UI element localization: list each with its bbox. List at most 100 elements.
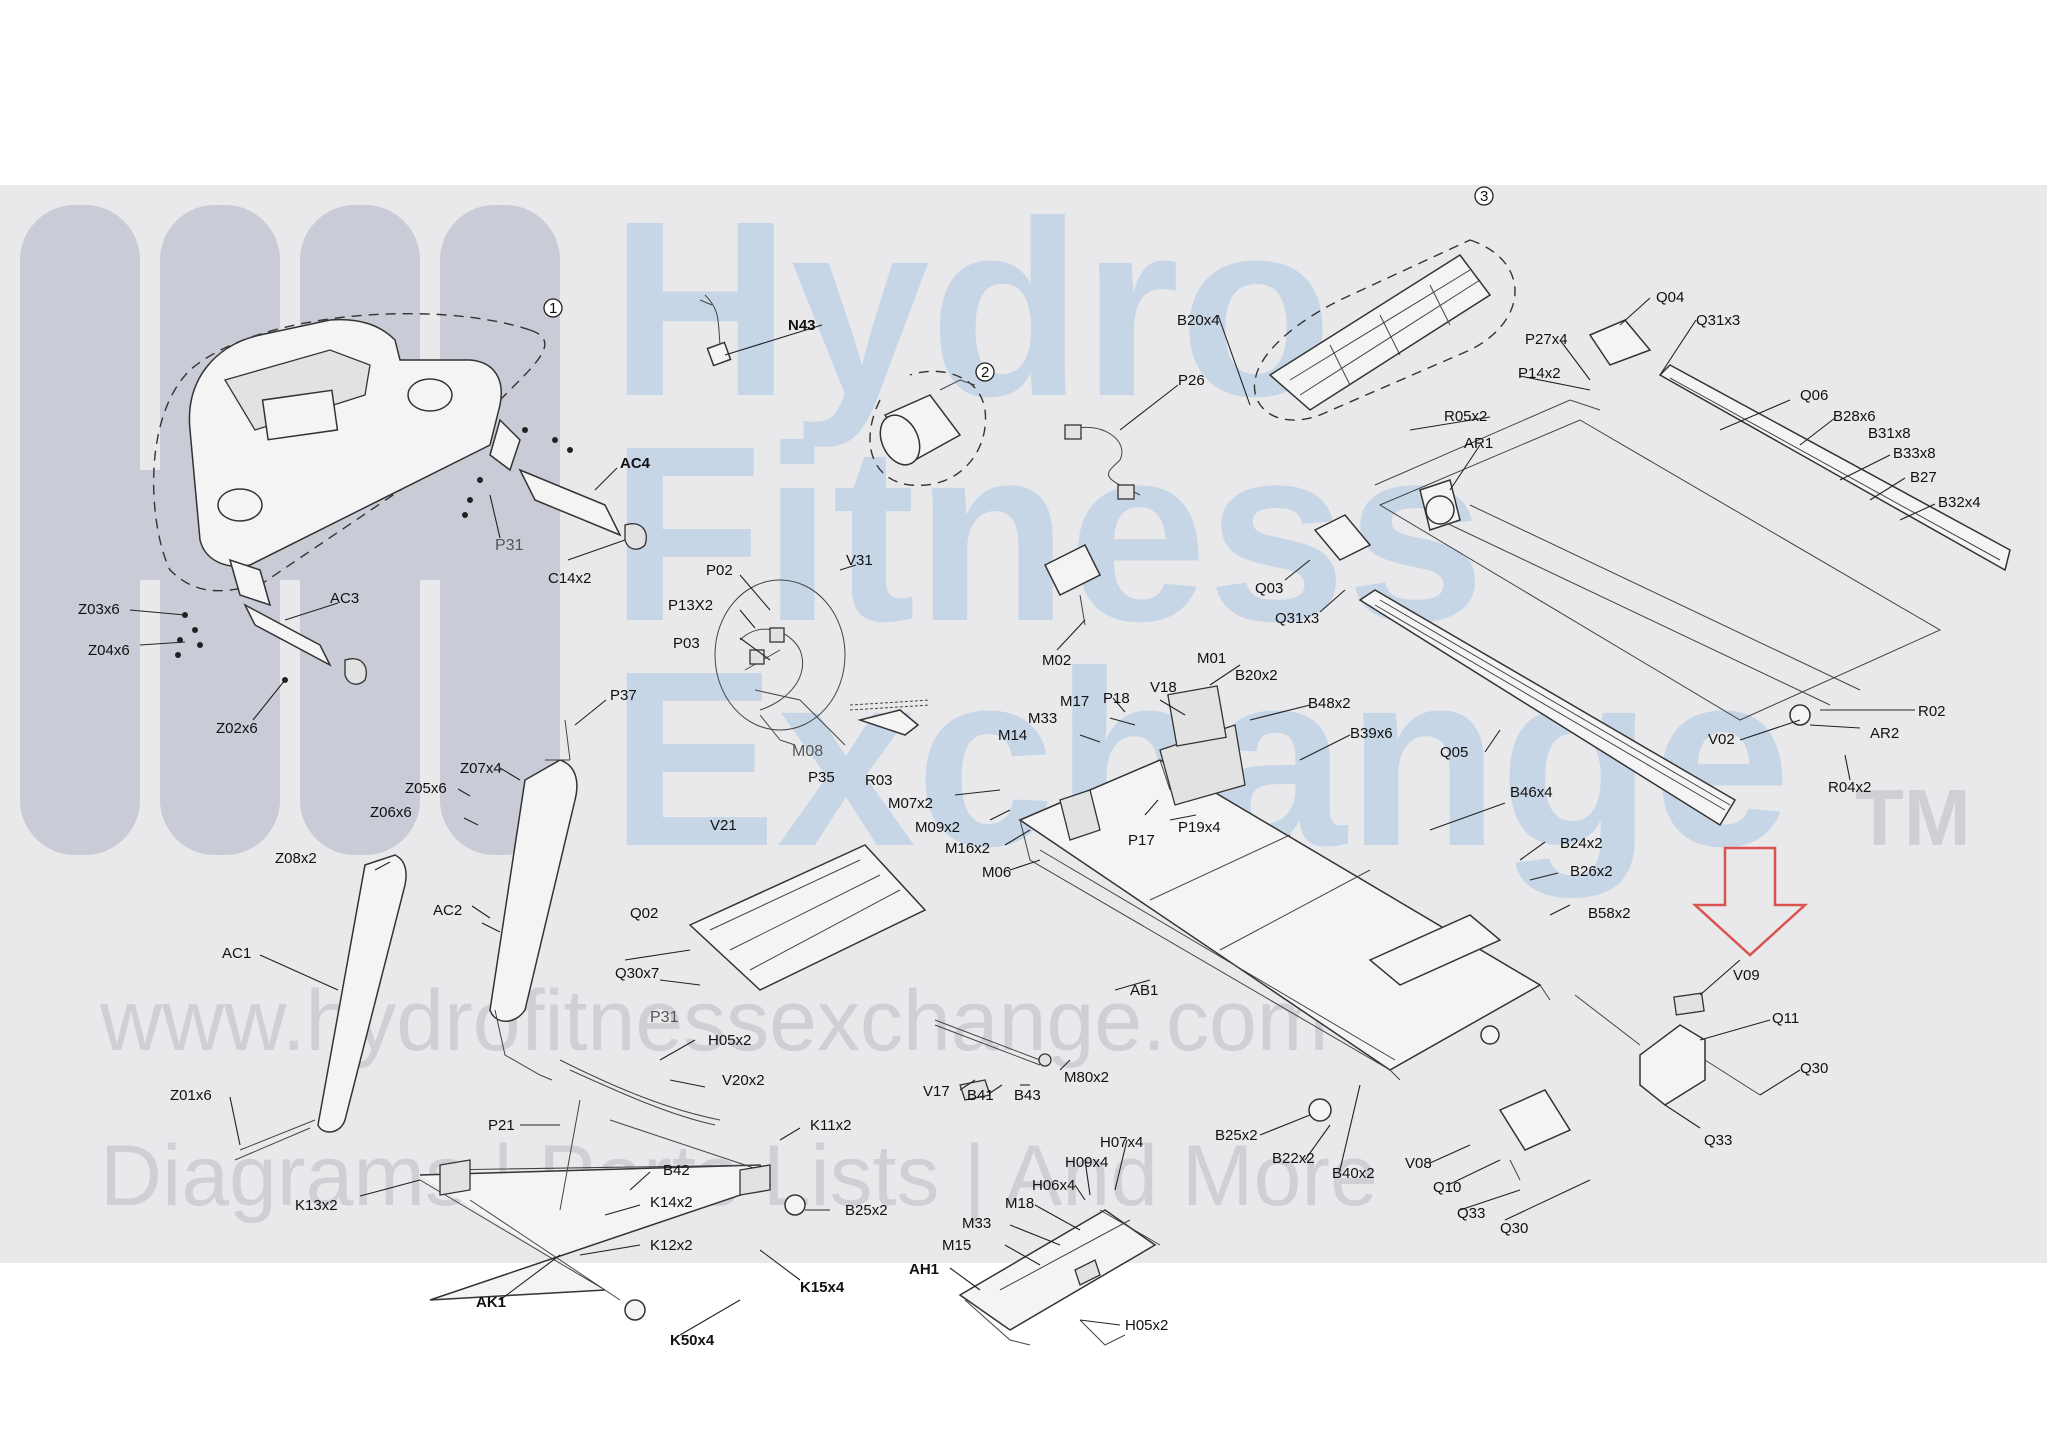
motor-hood	[1253, 239, 1516, 421]
label-q06: Q06	[1800, 387, 1828, 404]
upright-ac1	[234, 854, 407, 1161]
wiring-harness	[714, 579, 931, 746]
label-b43: B43	[1014, 1087, 1041, 1104]
label-p18: P18	[1103, 690, 1130, 707]
callout-1: 1	[543, 298, 563, 318]
label-m02: M02	[1042, 652, 1071, 669]
label-b32x4: B32x4	[1938, 494, 1981, 511]
label-p35: P35	[808, 769, 835, 786]
label-b46x4: B46x4	[1510, 784, 1553, 801]
label-q04: Q04	[1656, 289, 1684, 306]
label-q10: Q10	[1433, 1179, 1461, 1196]
label-m07x2: M07x2	[888, 795, 933, 812]
label-p03: P03	[673, 635, 700, 652]
label-q33-lower: Q33	[1457, 1205, 1485, 1222]
end-cap-q03	[1313, 514, 1372, 561]
callout-2: 2	[975, 362, 995, 382]
label-p31-lower: P31	[650, 1009, 679, 1026]
n43-sensor	[699, 294, 732, 367]
label-z02x6: Z02x6	[216, 720, 258, 737]
label-v02: V02	[1708, 731, 1735, 748]
label-b58x2: B58x2	[1588, 905, 1631, 922]
label-ah1: AH1	[909, 1261, 939, 1278]
label-k14x2: K14x2	[650, 1194, 693, 1211]
side-rail-q06	[1658, 364, 2011, 572]
svg-text:2: 2	[981, 364, 989, 381]
label-h05x2-upper: H05x2	[708, 1032, 751, 1049]
label-b26x2: B26x2	[1570, 863, 1613, 880]
label-r04x2: R04x2	[1828, 779, 1871, 796]
label-p31: P31	[495, 537, 524, 554]
label-ac2: AC2	[433, 902, 462, 919]
label-q30-lower: Q30	[1500, 1220, 1528, 1237]
label-b20x2: B20x2	[1235, 667, 1278, 684]
rear-rollers	[1308, 1025, 1500, 1122]
watermark-brand-line-1: Hydro	[610, 169, 1332, 448]
label-b25x2-rear: B25x2	[1215, 1127, 1258, 1144]
label-k50x4: K50x4	[670, 1332, 715, 1349]
leader-lines	[129, 297, 1936, 1336]
svg-text:3: 3	[1480, 188, 1488, 205]
label-z04x6: Z04x6	[88, 642, 130, 659]
label-v18: V18	[1150, 679, 1177, 696]
label-k12x2: K12x2	[650, 1237, 693, 1254]
label-v09: V09	[1733, 967, 1760, 984]
label-p17: P17	[1128, 832, 1155, 849]
label-k15x4: K15x4	[800, 1279, 845, 1296]
label-m33-frame: M33	[1028, 710, 1057, 727]
label-p26: P26	[1178, 372, 1205, 389]
label-r03: R03	[865, 772, 893, 789]
label-b25x2-front: B25x2	[845, 1202, 888, 1219]
part-labels: N43 AC4 P31 C14x2 Z03x6 Z04x6 AC3 Z02x6 …	[78, 289, 1981, 1349]
label-q30x7: Q30x7	[615, 965, 659, 982]
label-h06x4: H06x4	[1032, 1177, 1075, 1194]
label-p14x2: P14x2	[1518, 365, 1561, 382]
end-cap-q10	[1498, 1089, 1572, 1181]
label-p27x4: P27x4	[1525, 331, 1568, 348]
label-m14: M14	[998, 727, 1027, 744]
label-v08: V08	[1405, 1155, 1432, 1172]
label-ar1: AR1	[1464, 435, 1493, 452]
label-v31: V31	[846, 552, 873, 569]
label-m16x2: M16x2	[945, 840, 990, 857]
label-k13x2: K13x2	[295, 1197, 338, 1214]
label-ab1: AB1	[1130, 982, 1158, 999]
label-z03x6: Z03x6	[78, 601, 120, 618]
label-b41: B41	[967, 1087, 994, 1104]
plate-q02	[688, 844, 927, 991]
label-z07x4: Z07x4	[460, 760, 502, 777]
label-b31x8: B31x8	[1868, 425, 1911, 442]
label-q02: Q02	[630, 905, 658, 922]
main-frame-ab1	[1018, 685, 1551, 1081]
label-q30-rear: Q30	[1800, 1060, 1828, 1077]
power-cord-p26	[1064, 424, 1141, 500]
side-rail-q05	[1358, 589, 1737, 827]
label-z08x2: Z08x2	[275, 850, 317, 867]
label-q03: Q03	[1255, 580, 1283, 597]
label-k11x2: K11x2	[810, 1117, 851, 1134]
label-c14x2: C14x2	[548, 570, 591, 587]
label-ak1: AK1	[476, 1294, 506, 1311]
label-r05x2: R05x2	[1444, 408, 1487, 425]
label-m15: M15	[942, 1237, 971, 1254]
label-q11: Q11	[1772, 1010, 1799, 1027]
label-v21: V21	[710, 817, 737, 834]
label-b27: B27	[1910, 469, 1937, 486]
label-m17: M17	[1060, 693, 1089, 710]
deck-frame	[1374, 399, 1942, 726]
label-p19x4: P19x4	[1178, 819, 1221, 836]
label-z01x6: Z01x6	[170, 1087, 212, 1104]
label-b20x4: B20x4	[1177, 312, 1220, 329]
label-n43: N43	[788, 317, 816, 334]
label-p02: P02	[706, 562, 733, 579]
label-h05x2-lower: H05x2	[1125, 1317, 1168, 1334]
label-b28x6: B28x6	[1833, 408, 1876, 425]
label-z06x6: Z06x6	[370, 804, 412, 821]
label-z05x6: Z05x6	[405, 780, 447, 797]
base-bracket-ak1	[419, 1059, 806, 1321]
label-b22x2: B22x2	[1272, 1150, 1315, 1167]
label-m33-bracket: M33	[962, 1215, 991, 1232]
label-ac4: AC4	[620, 455, 651, 472]
label-m01: M01	[1197, 650, 1226, 667]
svg-text:1: 1	[549, 300, 557, 317]
